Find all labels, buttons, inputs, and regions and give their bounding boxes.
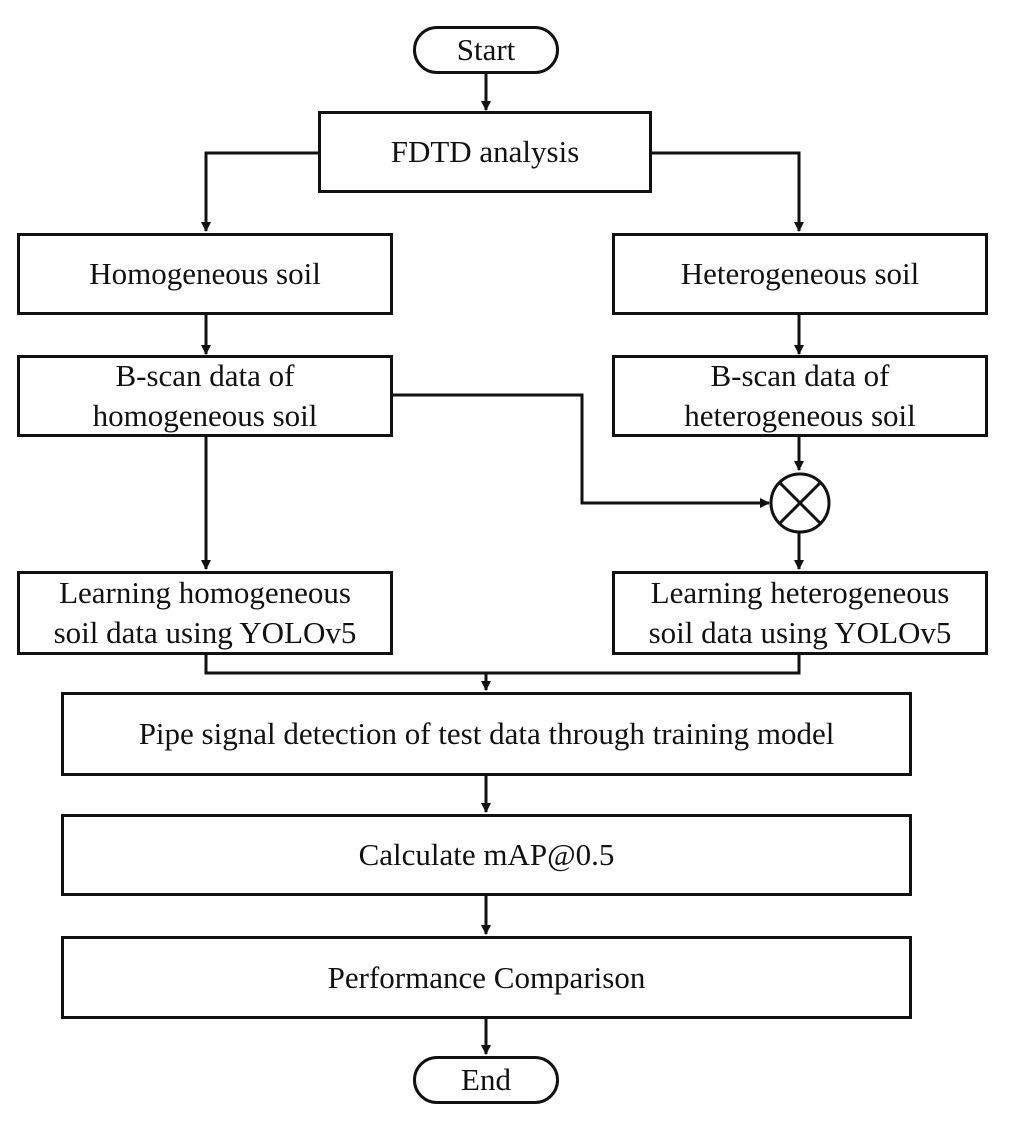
detection-label: Pipe signal detection of test data throu… xyxy=(138,716,835,751)
bscan-hetero-line-1: B-scan data of xyxy=(710,358,890,393)
circled-x-icon xyxy=(769,472,831,534)
arrow-bscan-homo-combine xyxy=(392,393,770,508)
connector-learning-merge xyxy=(204,654,801,675)
end-label: End xyxy=(461,1062,511,1097)
arrow-fdtd-heterogeneous xyxy=(651,151,804,232)
heterogeneous-soil-label: Heterogeneous soil xyxy=(680,256,920,291)
bscan-homo-line-2: homogeneous soil xyxy=(92,398,318,433)
map-label: Calculate mAP@0.5 xyxy=(358,837,615,872)
learning-hetero-line-1: Learning heterogeneous xyxy=(650,575,950,610)
bscan-homogeneous-box: B-scan data of homogeneous soil xyxy=(17,355,393,437)
end-terminal: End xyxy=(413,1056,559,1104)
learning-homogeneous-box: Learning homogeneous soil data using YOL… xyxy=(17,571,393,655)
learning-heterogeneous-box: Learning heterogeneous soil data using Y… xyxy=(612,571,988,655)
calculate-map-box: Calculate mAP@0.5 xyxy=(61,814,912,896)
fdtd-analysis-box: FDTD analysis xyxy=(318,111,652,193)
start-label: Start xyxy=(456,32,516,67)
comparison-label: Performance Comparison xyxy=(327,959,646,995)
homogeneous-soil-box: Homogeneous soil xyxy=(17,233,393,315)
bscan-heterogeneous-box: B-scan data of heterogeneous soil xyxy=(612,355,988,437)
start-terminal: Start xyxy=(413,26,559,74)
heterogeneous-soil-box: Heterogeneous soil xyxy=(612,233,988,315)
performance-comparison-box: Performance Comparison xyxy=(61,936,912,1019)
bscan-homo-line-1: B-scan data of xyxy=(115,358,295,393)
bscan-hetero-line-2: heterogeneous soil xyxy=(684,398,916,433)
learning-homo-line-1: Learning homogeneous xyxy=(59,575,351,610)
learning-homo-line-2: soil data using YOLOv5 xyxy=(53,615,357,650)
pipe-signal-detection-box: Pipe signal detection of test data throu… xyxy=(61,692,912,776)
arrow-fdtd-homogeneous xyxy=(201,151,320,232)
learning-hetero-line-2: soil data using YOLOv5 xyxy=(648,615,952,650)
homogeneous-soil-label: Homogeneous soil xyxy=(89,256,321,291)
fdtd-label: FDTD analysis xyxy=(390,134,580,169)
